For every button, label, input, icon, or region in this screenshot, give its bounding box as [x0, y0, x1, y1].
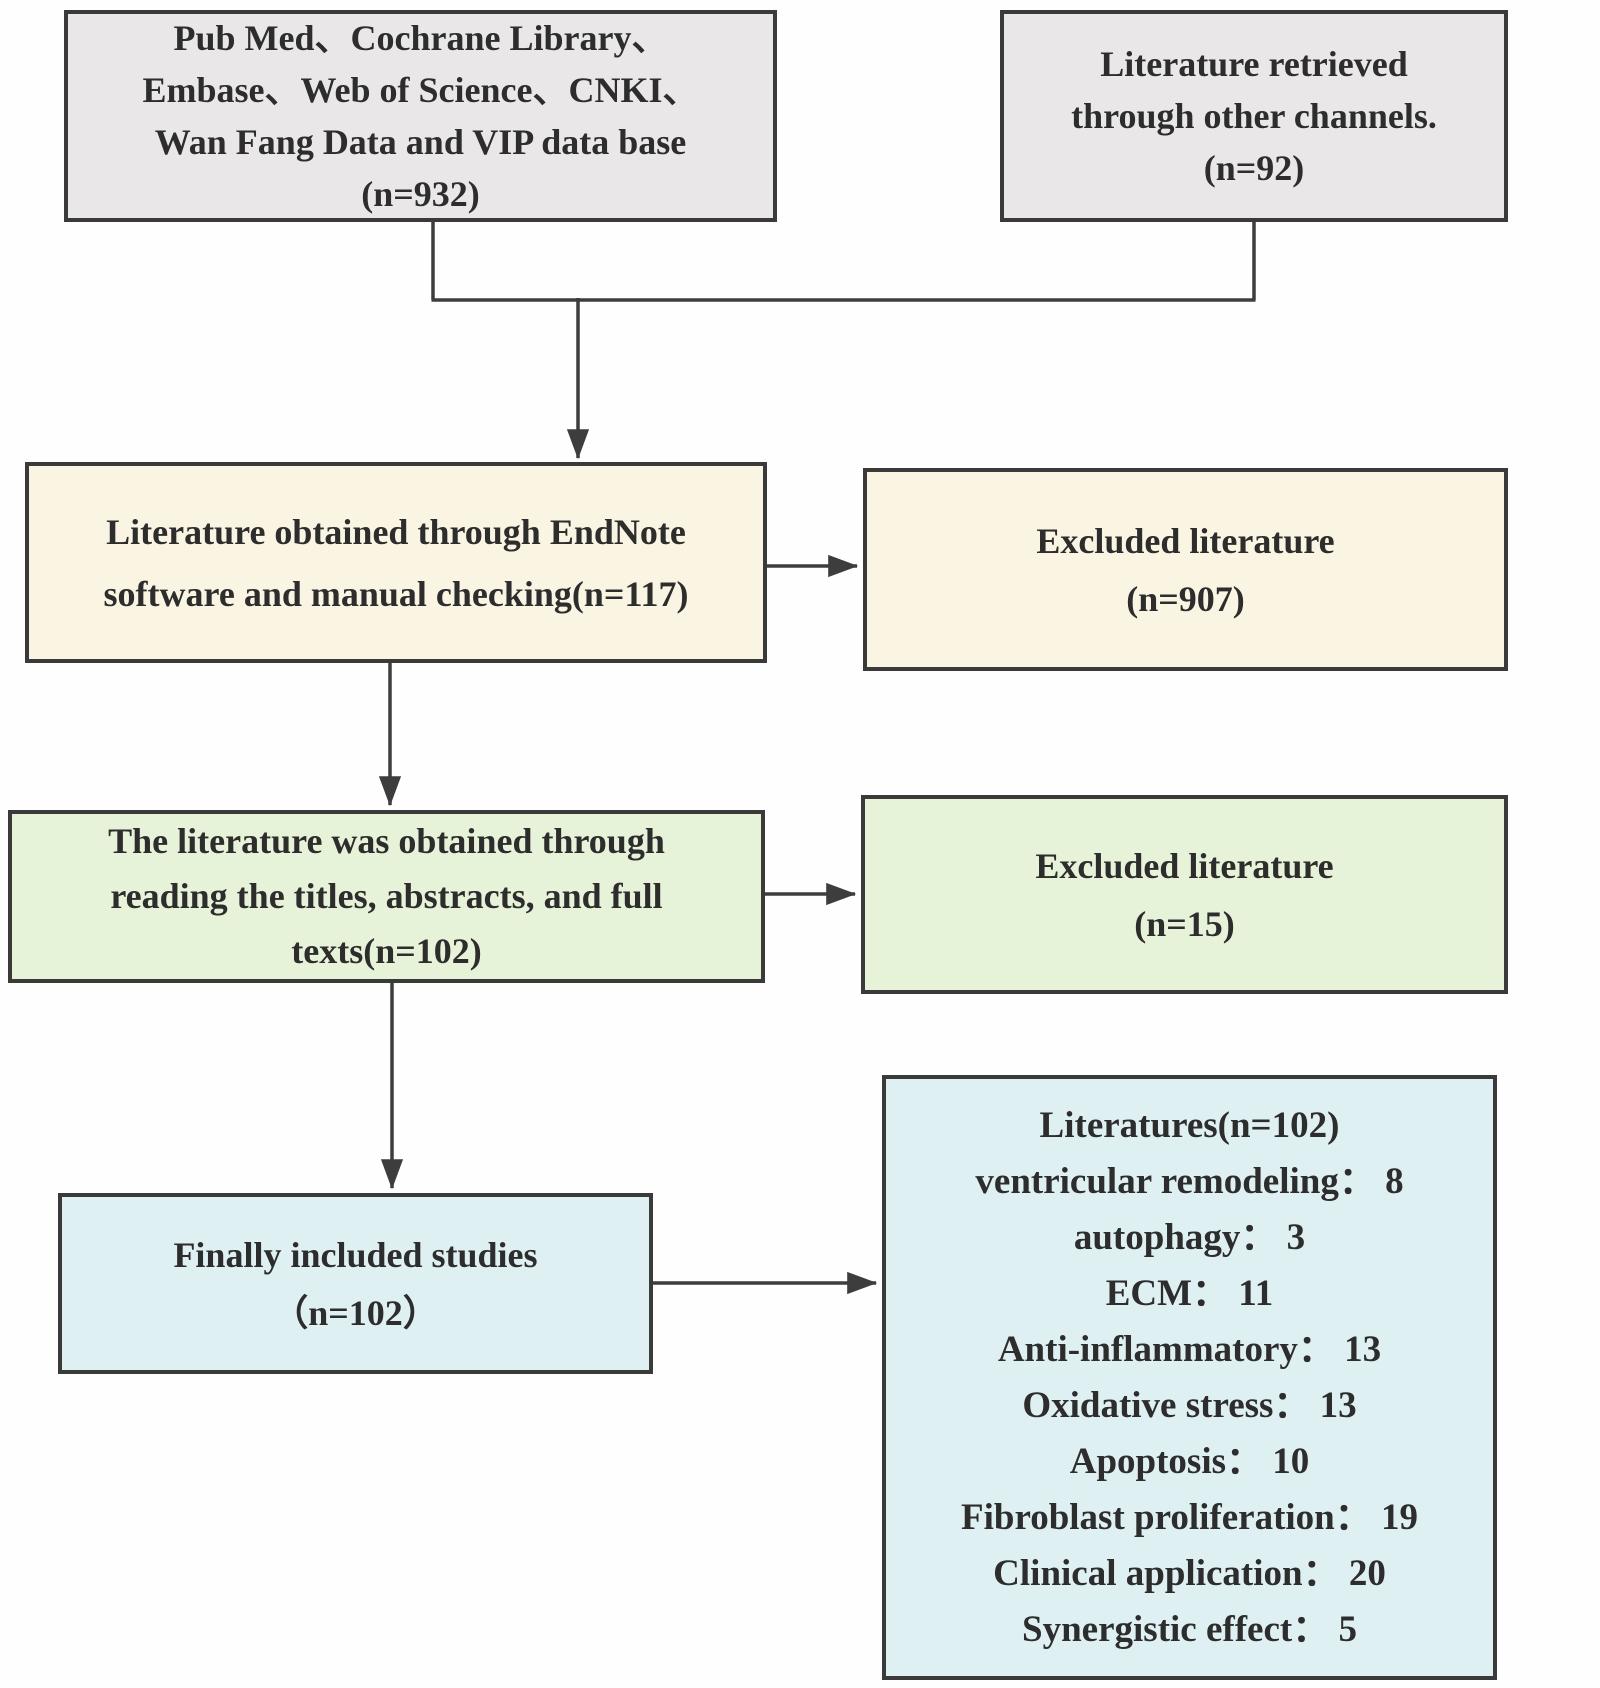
box-count: (n=932) — [361, 174, 480, 214]
box-text-line: Excluded literature — [1035, 845, 1334, 886]
box-text-line: Finally included studies — [173, 1234, 538, 1275]
box-finally-included-studies: Finally included studies （n=102） — [58, 1193, 653, 1374]
category-line: autophagy： 3 — [1073, 1216, 1306, 1258]
box-text-line: through other channels. — [1071, 96, 1437, 136]
box-text-line: Literature obtained through EndNote — [106, 511, 686, 552]
category-line: ventricular remodeling： 8 — [975, 1160, 1404, 1202]
category-line: Fibroblast proliferation： 19 — [960, 1496, 1419, 1538]
box-text-line: reading the titles, abstracts, and full — [110, 876, 663, 916]
box-database-sources: Pub Med、Cochrane Library、 Embase、Web of … — [64, 10, 777, 222]
box-excluded-literature-15: Excluded literature (n=15) — [861, 795, 1508, 994]
box-count: （n=102） — [272, 1292, 439, 1333]
box-text-line: The literature was obtained through — [108, 821, 665, 861]
box-count: (n=92) — [1203, 148, 1305, 188]
box-text-line: Literatures(n=102) — [1039, 1104, 1340, 1146]
category-line: Apoptosis： 10 — [1069, 1440, 1310, 1482]
category-line: Oxidative stress： 13 — [1022, 1384, 1357, 1426]
box-text-line: Embase、Web of Science、CNKI、 — [142, 70, 699, 110]
box-text-line: Literature retrieved — [1100, 44, 1408, 84]
box-count: (n=15) — [1134, 903, 1235, 944]
box-text-line: Pub Med、Cochrane Library、 — [173, 18, 668, 58]
category-line: Synergistic effect： 5 — [1022, 1608, 1357, 1650]
category-line: Anti-inflammatory： 13 — [997, 1328, 1382, 1370]
category-line: Clinical application： 20 — [993, 1552, 1386, 1594]
category-line: ECM： 11 — [1105, 1272, 1274, 1314]
box-text-line: Excluded literature — [1036, 520, 1335, 561]
box-other-channels: Literature retrieved through other chann… — [1000, 10, 1508, 222]
box-text-line: software and manual checking(n=117) — [103, 573, 689, 614]
box-count: (n=907) — [1126, 578, 1245, 619]
box-endnote-screening: Literature obtained through EndNote soft… — [25, 462, 767, 663]
box-text-line: texts(n=102) — [291, 931, 482, 971]
box-literature-categories: Literatures(n=102) ventricular remodelin… — [882, 1075, 1497, 1680]
box-excluded-literature-907: Excluded literature (n=907) — [863, 468, 1508, 671]
box-text-line: Wan Fang Data and VIP data base — [154, 122, 687, 162]
box-titles-abstracts-fulltext: The literature was obtained through read… — [8, 810, 765, 983]
